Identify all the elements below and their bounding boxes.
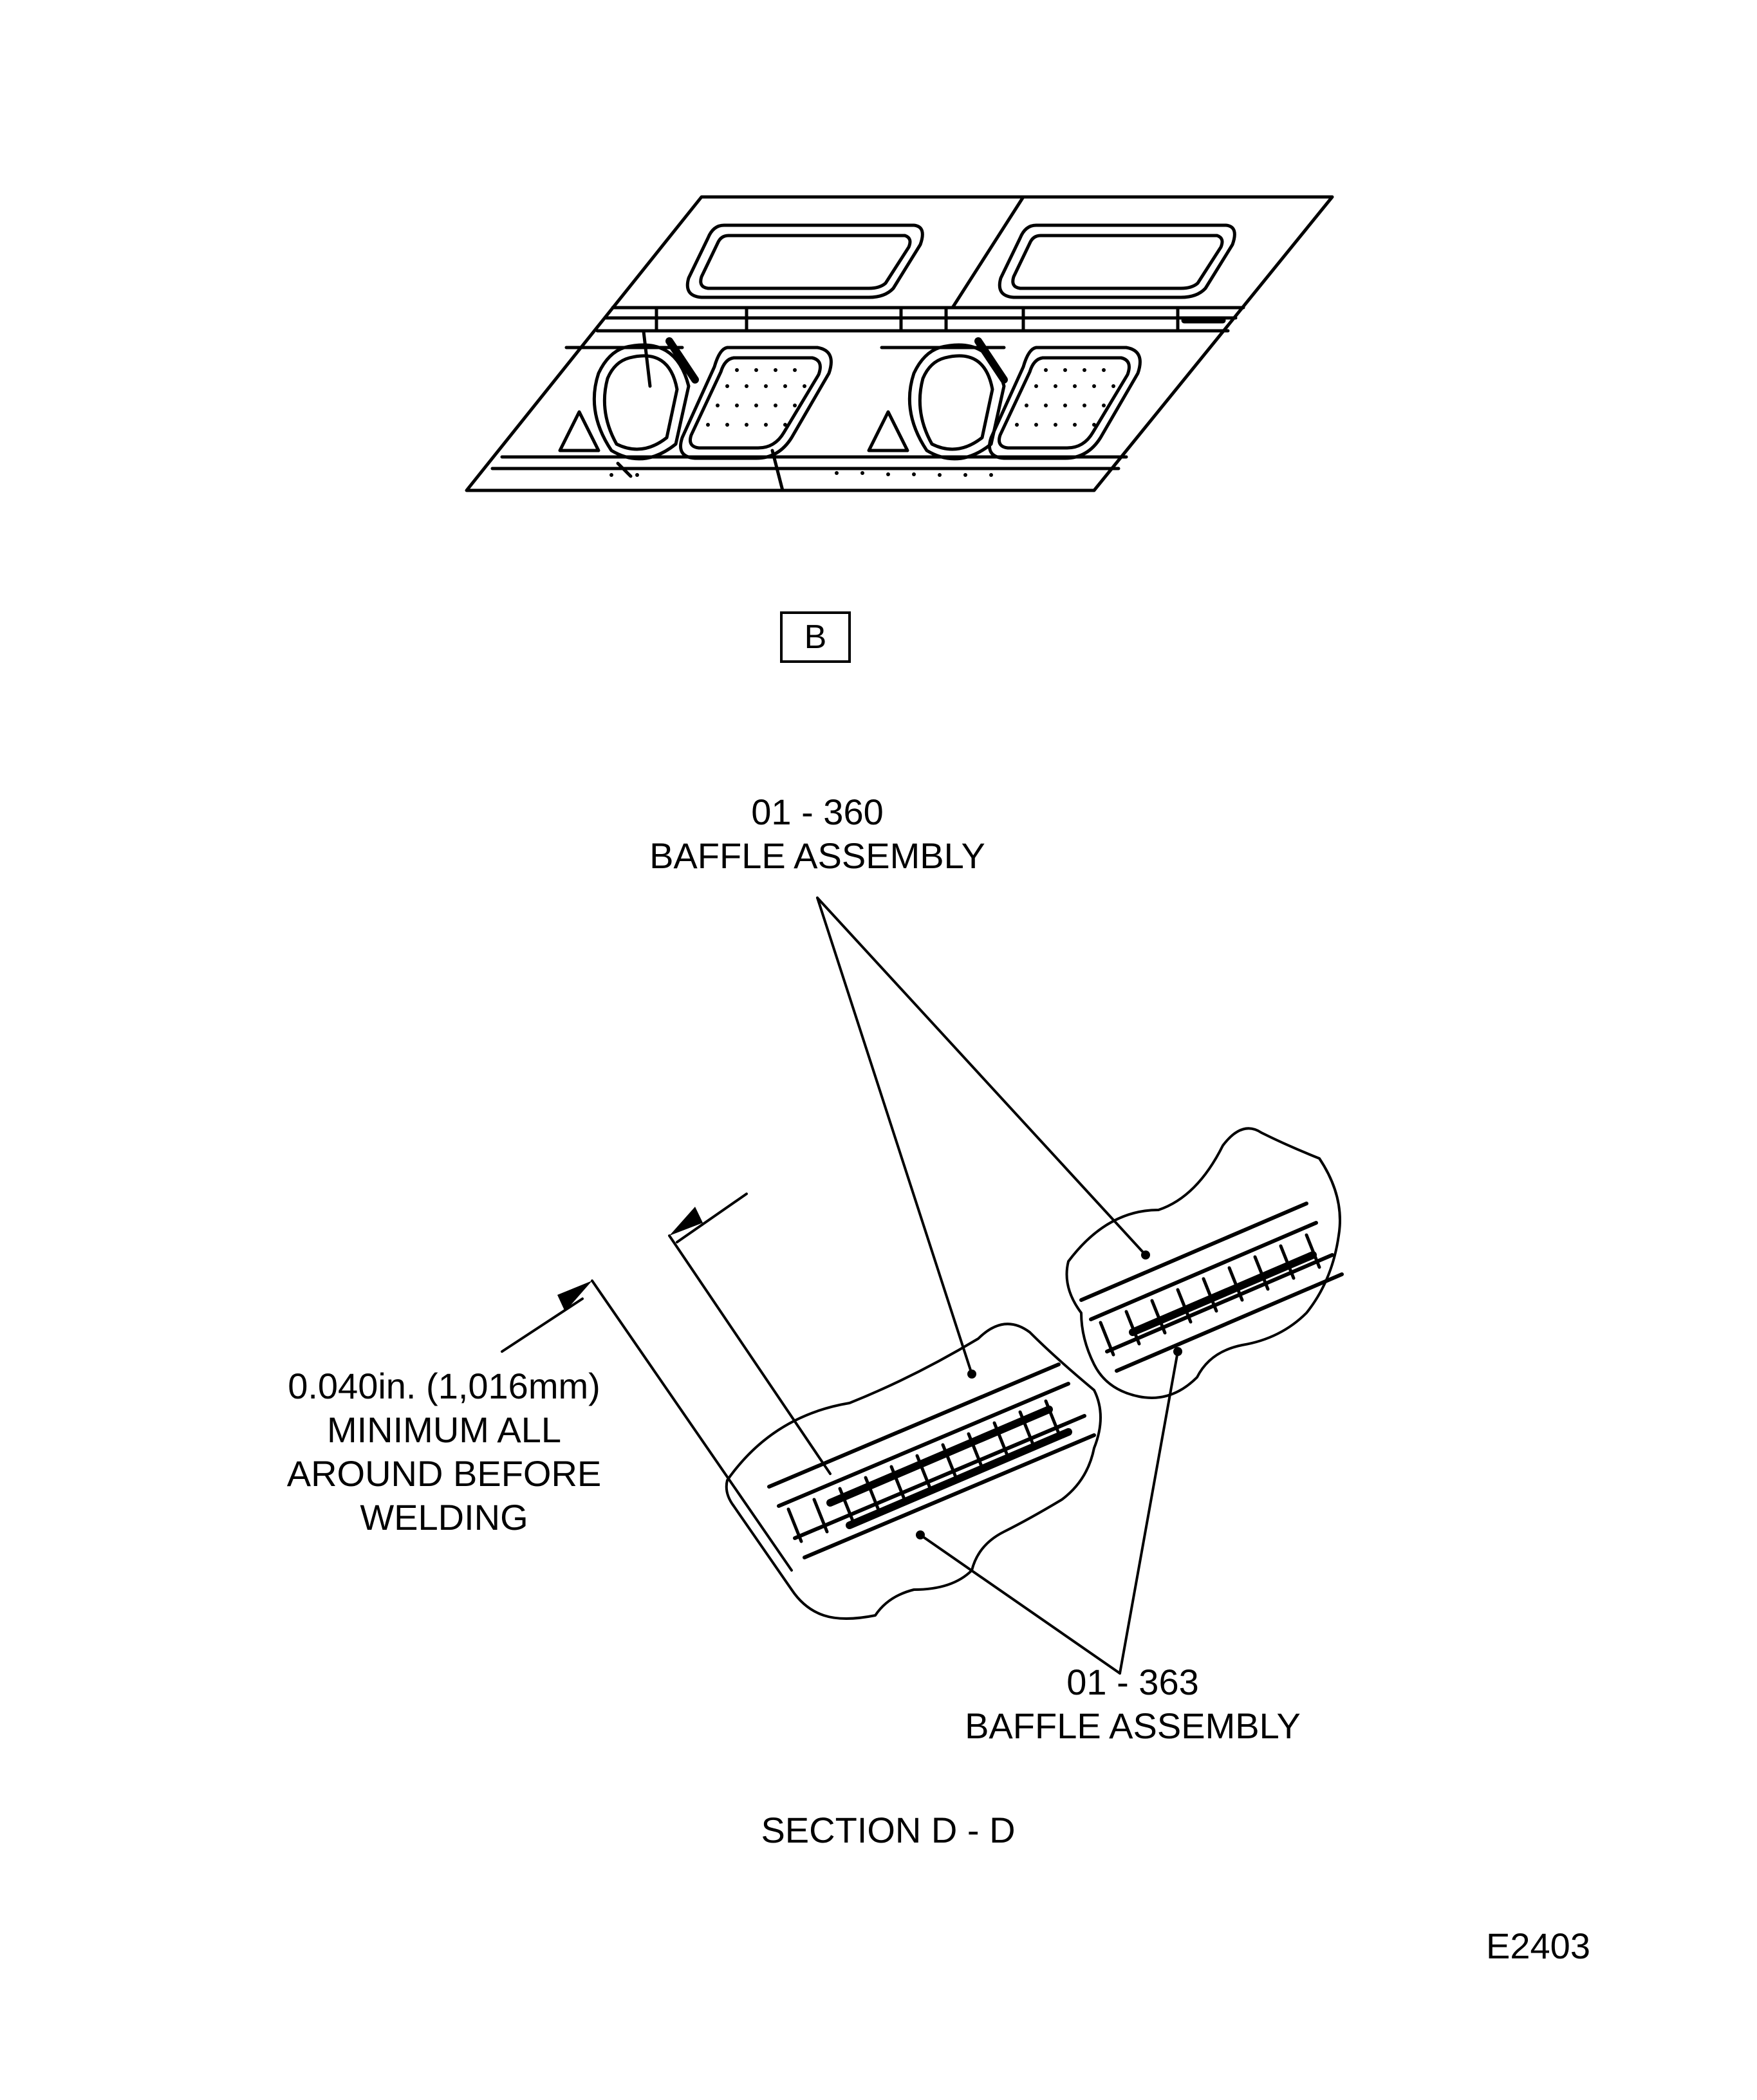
section-title: SECTION D - D bbox=[695, 1808, 1081, 1852]
leader-lines bbox=[816, 897, 1179, 1675]
part-name-363: BAFFLE ASSEMBLY bbox=[965, 1705, 1301, 1746]
clearance-line-1: 0.040in. (1,016mm) bbox=[288, 1366, 600, 1406]
callout-clearance-note: 0.040in. (1,016mm) MINIMUM ALL AROUND BE… bbox=[245, 1364, 644, 1539]
baffle-stack-left bbox=[767, 1362, 1096, 1559]
section-right-breakout bbox=[1065, 1127, 1341, 1399]
clearance-line-3: AROUND BEFORE bbox=[286, 1453, 602, 1494]
honeycomb-core-left bbox=[786, 1399, 1061, 1543]
part-name-360: BAFFLE ASSEMBLY bbox=[649, 835, 985, 876]
part-number-360: 01 - 360 bbox=[751, 792, 884, 832]
baffle-panel-detail-b bbox=[465, 195, 1334, 492]
section-left-breakout bbox=[725, 1323, 1102, 1620]
clearance-line-4: WELDING bbox=[360, 1497, 528, 1538]
callout-baffle-363: 01 - 363 BAFFLE ASSEMBLY bbox=[940, 1660, 1326, 1748]
leader-dots bbox=[916, 1250, 1182, 1539]
figure-id: E2403 bbox=[1442, 1924, 1635, 1968]
perforation-dots bbox=[609, 368, 1115, 477]
section-title-text: SECTION D - D bbox=[761, 1810, 1016, 1850]
view-label-text: B bbox=[804, 618, 827, 656]
figure-id-text: E2403 bbox=[1486, 1926, 1590, 1966]
baffle-stack-right bbox=[1079, 1202, 1344, 1373]
part-number-363: 01 - 363 bbox=[1066, 1662, 1199, 1702]
callout-baffle-360: 01 - 360 BAFFLE ASSEMBLY bbox=[624, 790, 1010, 878]
view-label-b: B bbox=[780, 611, 851, 663]
clearance-dimension bbox=[501, 1193, 832, 1572]
clearance-line-2: MINIMUM ALL bbox=[326, 1409, 562, 1450]
dimension-arrowheads bbox=[557, 1207, 703, 1312]
honeycomb-core-right bbox=[1099, 1233, 1321, 1357]
